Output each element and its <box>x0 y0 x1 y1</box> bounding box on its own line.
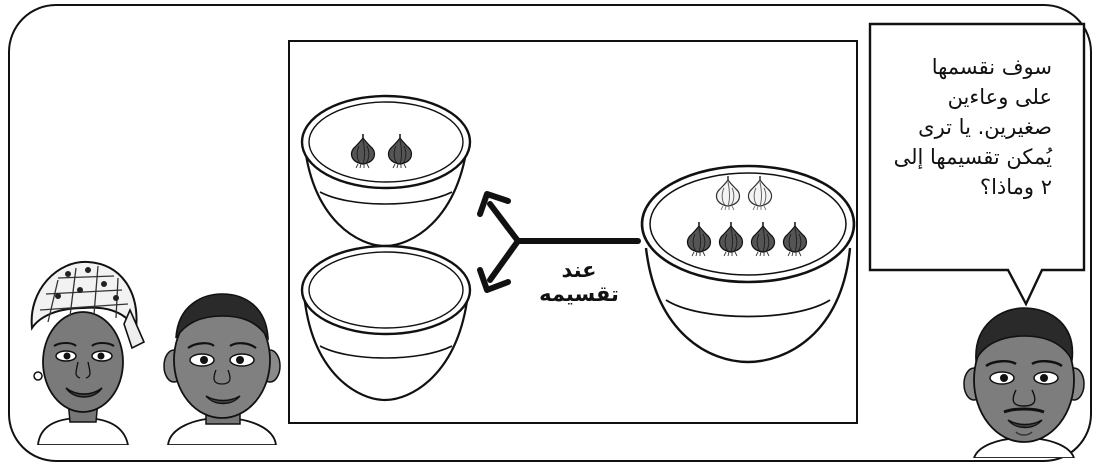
small-bowl-bottom <box>300 244 472 402</box>
speech-line: يُمكن تقسيمها إلى <box>893 145 1052 169</box>
large-bowl <box>640 164 856 364</box>
bowl-illustration <box>300 94 856 402</box>
split-arrow <box>477 191 641 293</box>
speech-line: صغيرين. يا ترى <box>918 115 1052 139</box>
speech-text: سوف نقسمها على وعاءين صغيرين. يا ترى يُم… <box>880 52 1052 202</box>
small-bowl-top <box>300 94 472 248</box>
boy-character <box>163 293 281 445</box>
bowl-scene-frame: عند تقسيمه <box>288 40 858 424</box>
arrow-label: عند تقسيمه <box>539 258 619 306</box>
speech-line: سوف نقسمها <box>931 55 1052 79</box>
man-character <box>963 307 1085 458</box>
speech-line: ٢ وماذا؟ <box>979 175 1052 199</box>
speech-line: على وعاءين <box>947 85 1052 109</box>
woman-character <box>30 260 146 445</box>
speech-bubble <box>868 22 1086 307</box>
